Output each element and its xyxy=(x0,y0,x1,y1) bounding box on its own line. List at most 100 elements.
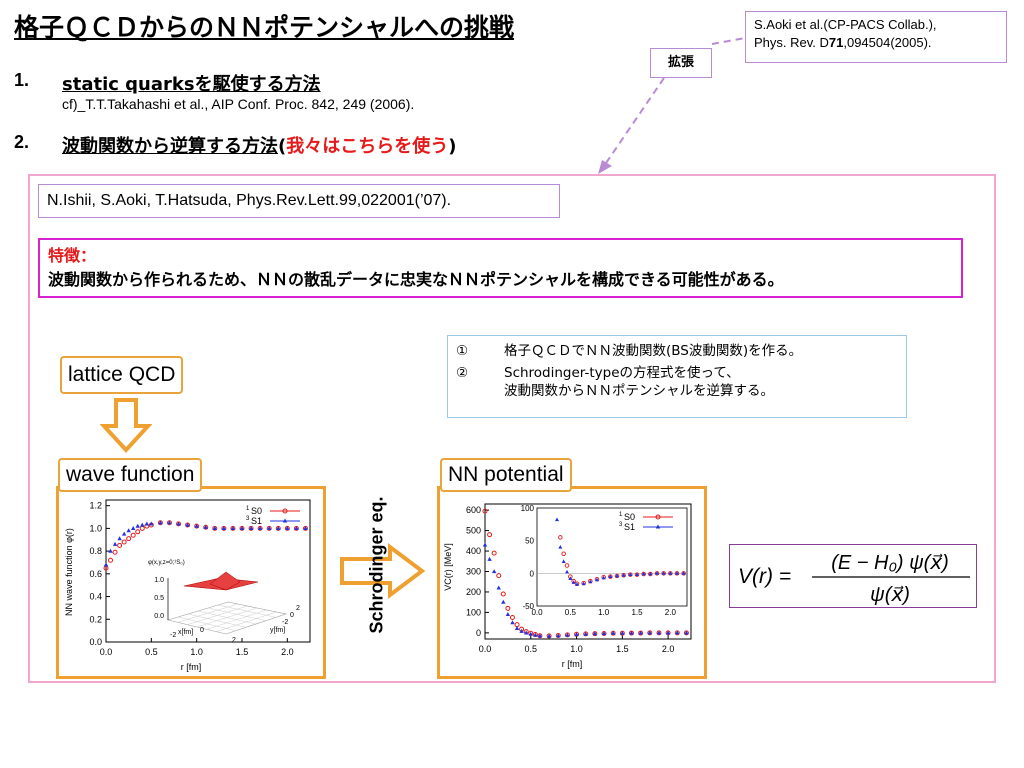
reference-box: S.Aoki et al.(CP-PACS Collab.), Phys. Re… xyxy=(745,11,1007,63)
pot-point-s1 xyxy=(505,612,511,617)
wave-inset-xtick: 2 xyxy=(232,637,236,644)
wave-point-s1 xyxy=(239,526,245,530)
pot-inset-point-s1 xyxy=(615,573,619,578)
formula-numerator: (E − H₀) ψ(x⃗) xyxy=(831,552,949,574)
wave-point-s1 xyxy=(267,526,272,530)
pot-point-s0 xyxy=(500,591,506,597)
wave-point-s1 xyxy=(117,536,122,541)
wave-xtick-label: 0.5 xyxy=(145,647,158,657)
wave-point-s0 xyxy=(126,536,132,542)
pot-ytick-label: 200 xyxy=(466,587,481,597)
pot-inset-ytick: 100 xyxy=(521,504,535,513)
wave-ytick-label: 0.2 xyxy=(89,614,102,624)
schrodinger-label: Schrodinger eq. xyxy=(366,496,387,634)
wave-point-s1 xyxy=(230,526,236,530)
pot-inset-point-s1 xyxy=(641,571,646,576)
pot-inset-xtick: 0.5 xyxy=(565,608,577,617)
pot-inset-point-s1 xyxy=(681,571,686,575)
feature-box: 特徴： 波動関数から作られるため、ＮＮの散乱データに忠実なＮＮポテンシャルを構成… xyxy=(38,238,963,298)
pot-ytick-label: 100 xyxy=(466,607,481,617)
wave-point-s1 xyxy=(131,526,136,530)
wave-ylabel: NN wave function φ(r) xyxy=(64,528,74,616)
pot-inset-point-s1 xyxy=(565,569,569,574)
wave-legend-marker-s1 xyxy=(282,518,288,523)
wave-ytick-label: 1.0 xyxy=(89,523,102,533)
pot-inset-point-s1 xyxy=(621,573,626,577)
wave-point-s1 xyxy=(126,528,131,533)
pot-inset-point-s0 xyxy=(564,563,570,568)
pot-inset-xtick: 2.0 xyxy=(665,608,677,617)
pot-point-s0 xyxy=(491,550,497,556)
wave-function-label: wave function xyxy=(58,458,203,492)
wave-legend-s1: S1 xyxy=(251,516,262,526)
wave-point-s1 xyxy=(121,531,127,536)
wave-ytick-label: 0.0 xyxy=(89,637,102,647)
wave-inset-ztick: 1.0 xyxy=(154,577,164,584)
pot-point-s1 xyxy=(684,630,689,635)
pot-inset-point-s1 xyxy=(628,572,633,577)
pot-point-s1 xyxy=(583,631,588,636)
pot-point-s1 xyxy=(519,628,524,633)
down-arrow-icon xyxy=(100,398,152,453)
pot-point-s1 xyxy=(482,542,488,547)
pot-point-s1 xyxy=(592,631,598,636)
pot-xtick-label: 2.0 xyxy=(662,644,675,654)
pot-ytick-label: 500 xyxy=(466,526,481,536)
pot-inset-xtick: 1.0 xyxy=(598,608,610,617)
pot-point-s1 xyxy=(565,632,570,637)
pot-inset-point-s1 xyxy=(635,572,639,577)
step-1-mark: ① xyxy=(456,343,469,359)
pot-point-s0 xyxy=(482,508,488,514)
pot-inset-point-s1 xyxy=(568,576,573,580)
formula: V(r) = (E − H₀) ψ(x⃗) ψ(x⃗) xyxy=(738,552,970,606)
pot-point-s1 xyxy=(556,633,561,638)
wave-legend-marker-s0 xyxy=(282,508,288,514)
wave-inset-ytick: -2 xyxy=(282,619,288,626)
pot-inset-xtick: 0.0 xyxy=(531,608,543,617)
wave-point-s1 xyxy=(158,520,163,525)
pot-point-s1 xyxy=(537,633,543,638)
wave-inset-ztick: 0.5 xyxy=(154,595,164,602)
pot-legend-sup-s1: 3 xyxy=(619,522,623,528)
wave-point-s1 xyxy=(221,526,227,530)
wave-point-s0 xyxy=(108,557,114,563)
wave-point-s1 xyxy=(285,526,290,530)
pot-point-s1 xyxy=(501,599,506,604)
pot-xtick-label: 0.5 xyxy=(525,644,538,654)
wave-point-s1 xyxy=(294,526,299,530)
wave-point-s1 xyxy=(248,526,254,530)
wave-inset-xtick: 0 xyxy=(200,627,204,634)
pot-point-s1 xyxy=(675,630,680,635)
lattice-qcd-label: lattice QCD xyxy=(60,356,184,394)
reference-line-2: Phys. Rev. D71,094504(2005). xyxy=(754,35,932,50)
item-2-text: 波動関数から逆算する方法(我々はこちらを使う) xyxy=(62,136,457,157)
wave-inset-xtick: -2 xyxy=(170,632,176,639)
pot-point-s1 xyxy=(524,630,529,635)
pot-ylabel: VC(r) [MeV] xyxy=(443,543,453,591)
wave-point-s1 xyxy=(149,521,154,526)
pot-point-s1 xyxy=(496,585,501,590)
pot-inset-point-s1 xyxy=(581,581,586,586)
wave-ytick-label: 0.4 xyxy=(89,592,102,602)
extension-arrow xyxy=(598,37,746,174)
pot-xlabel: r [fm] xyxy=(562,659,583,669)
wave-point-s1 xyxy=(140,522,145,527)
pot-point-s1 xyxy=(533,632,538,637)
pot-point-s1 xyxy=(620,630,625,635)
wave-point-s1 xyxy=(194,523,199,528)
pot-point-s1 xyxy=(656,630,662,635)
page-title: 格子ＱＣＤからのＮＮポテンシャルへの挑戦 xyxy=(14,13,515,42)
pot-point-s0 xyxy=(505,605,511,611)
right-arrow-icon xyxy=(340,543,426,599)
wave-xtick-label: 1.0 xyxy=(190,647,203,657)
wave-point-s0 xyxy=(135,529,141,535)
wave-point-s1 xyxy=(176,521,181,526)
pot-legend-sup-s0: 1 xyxy=(619,512,623,518)
pot-ytick-label: 600 xyxy=(466,505,481,515)
item-1-number: 1. xyxy=(14,70,30,90)
pot-inset-point-s1 xyxy=(588,579,593,584)
pot-inset-point-s1 xyxy=(648,571,653,576)
formula-lhs: V(r) = xyxy=(738,565,791,588)
wave-point-s1 xyxy=(167,520,172,525)
